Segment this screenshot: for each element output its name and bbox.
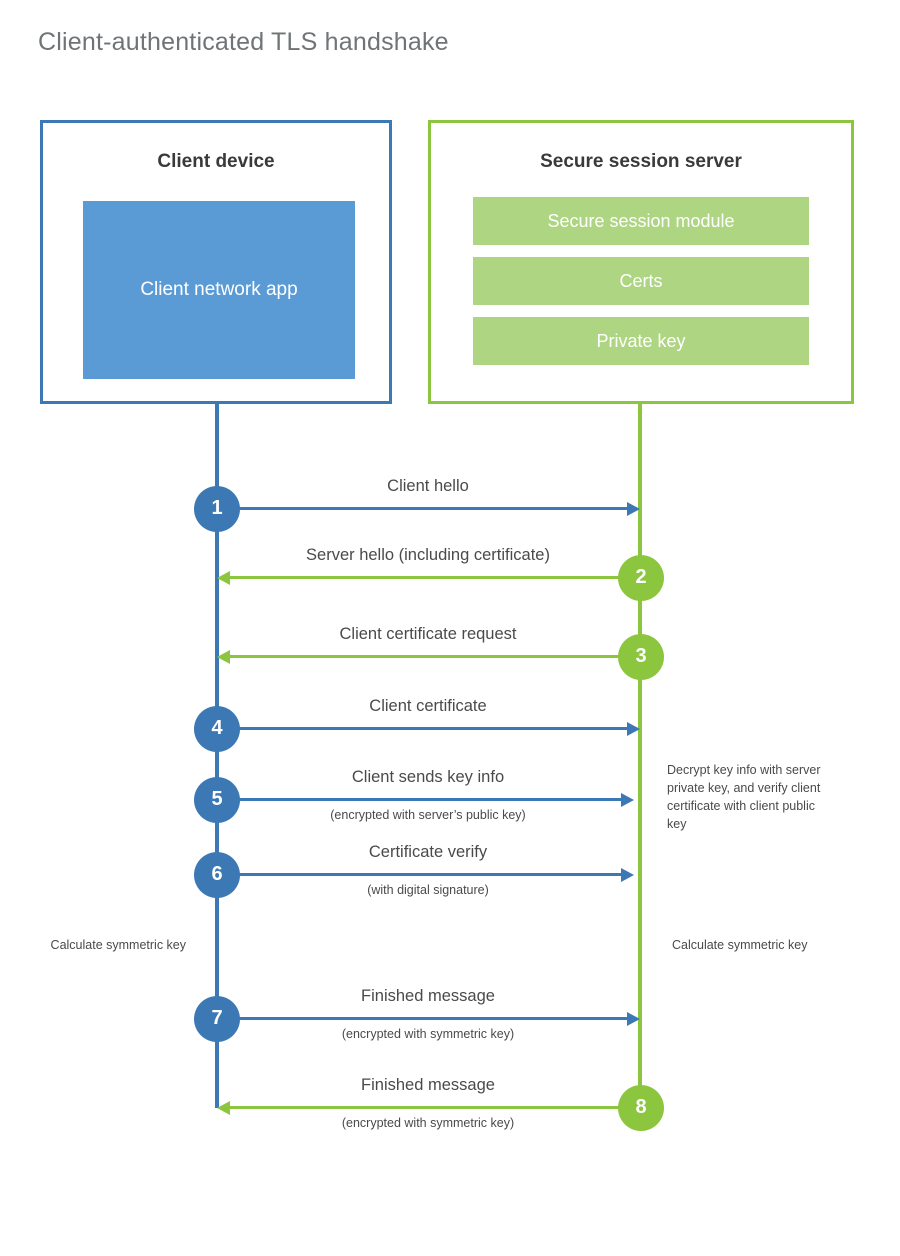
step-marker-1: 1 [194, 485, 240, 532]
step-marker-5: 5 [194, 776, 240, 823]
server-component-bar: Secure session module [473, 197, 809, 245]
server-calculate-key-annotation: Calculate symmetric key [672, 938, 808, 952]
message-label: Server hello (including certificate) [306, 546, 550, 564]
message-sublabel: (encrypted with symmetric key) [341, 1116, 515, 1130]
step-marker-7: 7 [194, 995, 240, 1042]
step-marker-4: 4 [194, 705, 240, 752]
message-sublabel: (with digital signature) [367, 883, 489, 897]
step-marker-6: 6 [194, 851, 240, 898]
message-arrow-line [217, 727, 627, 730]
client-device-title: Client device [157, 151, 275, 172]
arrow-head-left-icon [217, 570, 230, 585]
message-arrow-line [230, 655, 640, 658]
arrow-head-right-icon [627, 721, 640, 736]
message-arrow-line [217, 1017, 627, 1020]
server-component-bar: Private key [473, 317, 809, 365]
arrow-head-right-icon [627, 1011, 640, 1026]
server-lifeline [638, 404, 642, 1106]
step-marker-8: 8 [618, 1084, 664, 1131]
client-network-app-block: Client network app [83, 201, 355, 379]
message-label: Client hello [387, 477, 469, 495]
page-title: Client-authenticated TLS handshake [38, 28, 449, 56]
message-label: Client certificate request [339, 625, 517, 643]
step-marker-3: 3 [618, 633, 664, 680]
message-label: Client sends key info [351, 768, 505, 786]
step-marker-2: 2 [618, 554, 664, 601]
server-component-list: Secure session module Certs Private key [473, 197, 809, 377]
arrow-head-left-icon [217, 649, 230, 664]
message-label: Finished message [361, 1076, 495, 1094]
secure-session-server-box: Secure session server Secure session mod… [428, 120, 854, 404]
client-device-box: Client device Client network app [40, 120, 392, 404]
server-decrypt-annotation: Decrypt key info with server private key… [667, 763, 821, 831]
message-arrow-line [230, 1106, 640, 1109]
arrow-head-left-icon [217, 1100, 230, 1115]
arrow-head-right-icon [621, 867, 634, 882]
arrow-head-right-icon [621, 792, 634, 807]
client-calculate-key-annotation: Calculate symmetric key [50, 938, 186, 952]
arrow-head-right-icon [627, 501, 640, 516]
message-arrow-line [217, 798, 621, 801]
secure-session-server-title: Secure session server [540, 151, 742, 172]
message-label: Finished message [361, 987, 495, 1005]
message-sublabel: (encrypted with server’s public key) [330, 808, 526, 822]
server-component-bar: Certs [473, 257, 809, 305]
message-label: Certificate verify [368, 843, 488, 861]
message-sublabel: (encrypted with symmetric key) [341, 1027, 515, 1041]
message-arrow-line [230, 576, 640, 579]
message-label: Client certificate [369, 697, 487, 715]
message-arrow-line [217, 873, 621, 876]
client-lifeline [215, 404, 219, 1108]
message-arrow-line [217, 507, 627, 510]
